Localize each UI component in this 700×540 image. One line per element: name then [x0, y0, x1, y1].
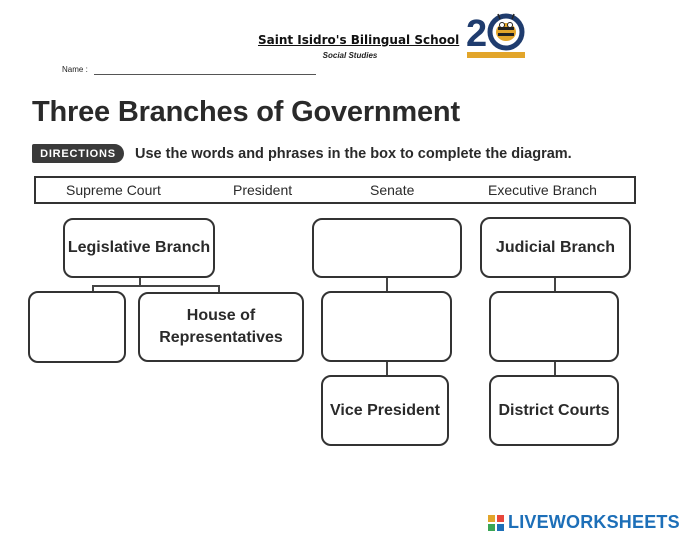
connector: [554, 278, 556, 291]
legislative-left-answer-box[interactable]: [28, 291, 126, 363]
school-name: Saint Isidro's Bilingual School: [258, 33, 460, 47]
connector: [218, 285, 220, 293]
house-of-representatives-box: House of Representatives: [138, 292, 304, 362]
executive-middle-answer-box[interactable]: [321, 291, 452, 362]
word-bank-item: Executive Branch: [488, 182, 597, 198]
district-courts-box: District Courts: [489, 375, 619, 446]
word-bank-box: [34, 176, 636, 204]
connector: [386, 362, 388, 375]
name-label: Name :: [62, 65, 88, 74]
judicial-branch-box: Judicial Branch: [480, 217, 631, 278]
connector: [139, 278, 141, 286]
brand-text: LIVEWORKSHEETS: [508, 512, 680, 532]
word-bank-item: President: [233, 182, 293, 198]
bee-mascot-icon: [496, 13, 516, 41]
judicial-middle-answer-box[interactable]: [489, 291, 619, 362]
directions-text: Use the words and phrases in the box to …: [135, 146, 572, 162]
directions-tag: DIRECTIONS: [32, 144, 124, 163]
legislative-branch-box: Legislative Branch: [63, 218, 215, 278]
liveworksheets-brand[interactable]: LIVEWORKSHEETS: [488, 512, 680, 533]
connector: [554, 362, 556, 375]
name-line: [94, 74, 316, 75]
svg-text:2: 2: [466, 13, 487, 55]
word-bank-item: Senate: [370, 182, 415, 198]
executive-top-answer-box[interactable]: [312, 218, 462, 278]
liveworksheets-logo-icon: [488, 514, 504, 531]
word-bank-item: Supreme Court: [66, 182, 161, 198]
subject-label: Social Studies: [322, 51, 378, 60]
connector: [92, 285, 219, 287]
school-anniversary-logo: 2: [465, 10, 527, 60]
connector: [92, 285, 94, 292]
vice-president-box: Vice President: [321, 375, 449, 446]
connector: [386, 278, 388, 291]
worksheet-title: Three Branches of Government: [32, 96, 460, 128]
